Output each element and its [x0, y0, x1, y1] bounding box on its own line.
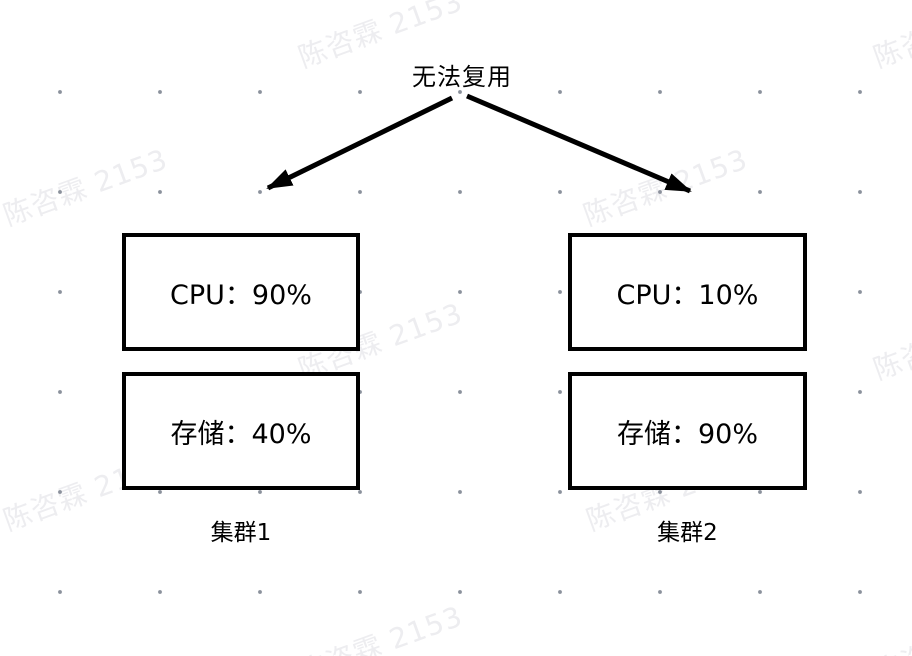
cluster1-cpu-box: CPU：90%: [122, 233, 360, 351]
cluster2-storage-box: 存储：90%: [568, 372, 807, 490]
cluster1-cpu-text: CPU：90%: [170, 279, 312, 311]
cluster2-storage-text: 存储：90%: [616, 418, 758, 450]
cluster2-cpu-text: CPU：10%: [616, 279, 759, 311]
arrow-to-cluster2: [466, 93, 692, 194]
arrow-to-cluster1: [266, 95, 454, 191]
cluster1-storage-box: 存储：40%: [122, 372, 360, 490]
cluster2-label: 集群2: [657, 520, 718, 546]
cluster1-label: 集群1: [210, 520, 272, 546]
cluster1-storage-text: 存储：40%: [170, 418, 312, 450]
cluster2-cpu-box: CPU：10%: [568, 233, 807, 351]
diagram-title: 无法复用: [412, 63, 512, 91]
